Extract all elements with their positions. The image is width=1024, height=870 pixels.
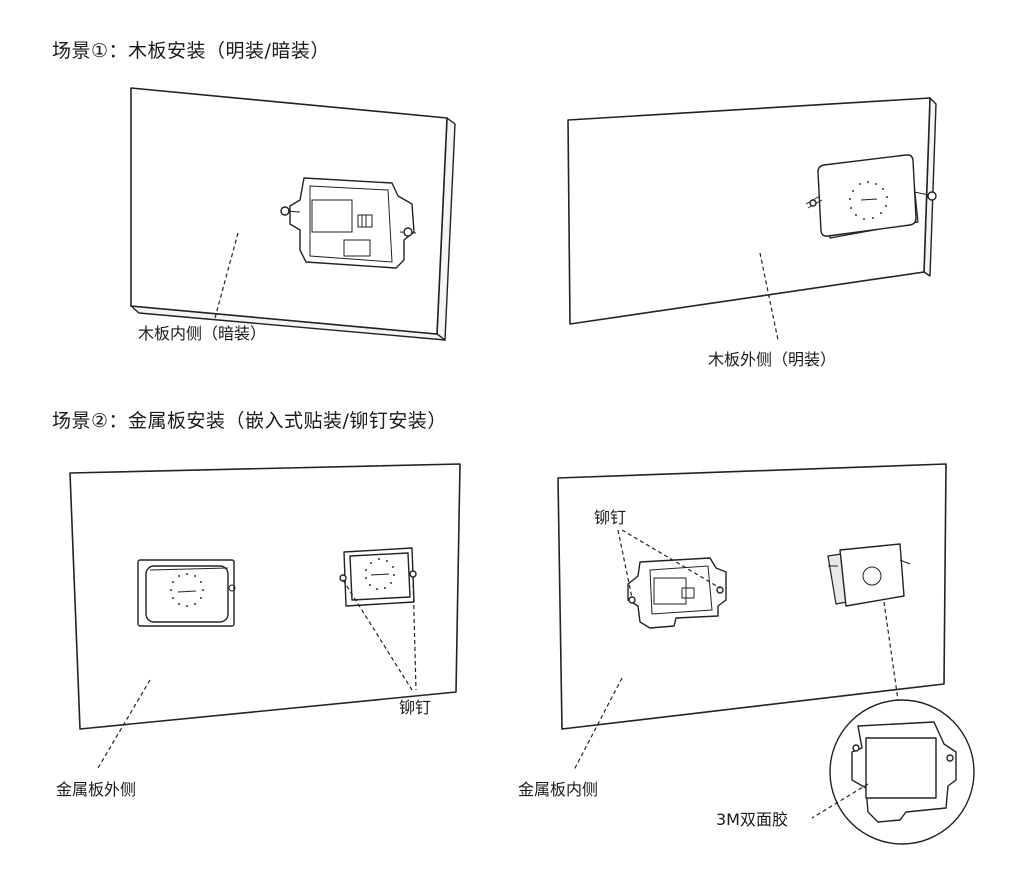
screw-right [913,191,937,201]
leader-tape-label [811,783,869,819]
leader-metal-outer [97,679,151,769]
scene2-title: 场景②：金属板安装（嵌入式贴装/铆钉安装） [52,410,447,432]
led-ring-3 [365,558,395,590]
label-rivet-left: 铆钉 [594,508,627,527]
leader-wood-outer [759,252,779,341]
metal-plate-inner [557,463,947,730]
label-metal-inner: 金属板内侧 [518,780,599,799]
label-tape: 3M双面胶 [716,810,788,829]
label-wood-inner: 木板内侧（暗装） [138,324,267,343]
label-wood-outer: 木板外侧（明装） [708,350,837,369]
device-front-surface [805,154,937,239]
scene1-title: 场景①：木板安装（明装/暗装） [52,40,330,62]
wood-board-outer [567,97,937,325]
label-rivet-right: 铆钉 [399,698,432,717]
device-tape-back [827,543,911,607]
device-embedded-front [137,559,236,627]
label-metal-outer: 金属板外侧 [56,780,137,799]
screw-left [280,206,301,216]
leader-rivet-a [342,579,413,691]
leader-rivet-c [617,529,633,599]
leader-rivet-b [412,576,417,691]
leader-wood-inner [214,232,239,319]
led-ring-1 [849,181,888,220]
device-riveted-front [339,547,417,607]
leader-metal-inner [573,677,623,771]
screw-left [805,195,823,209]
tape-detail-zoom [829,699,975,845]
leader-rivet-d [621,529,721,589]
device-riveted-back [627,557,727,629]
leader-tape-zoom [883,601,899,701]
device-back-flush [280,177,417,269]
metal-plate-outer [69,463,461,730]
screw-right [399,227,417,237]
led-ring-2 [170,573,204,607]
